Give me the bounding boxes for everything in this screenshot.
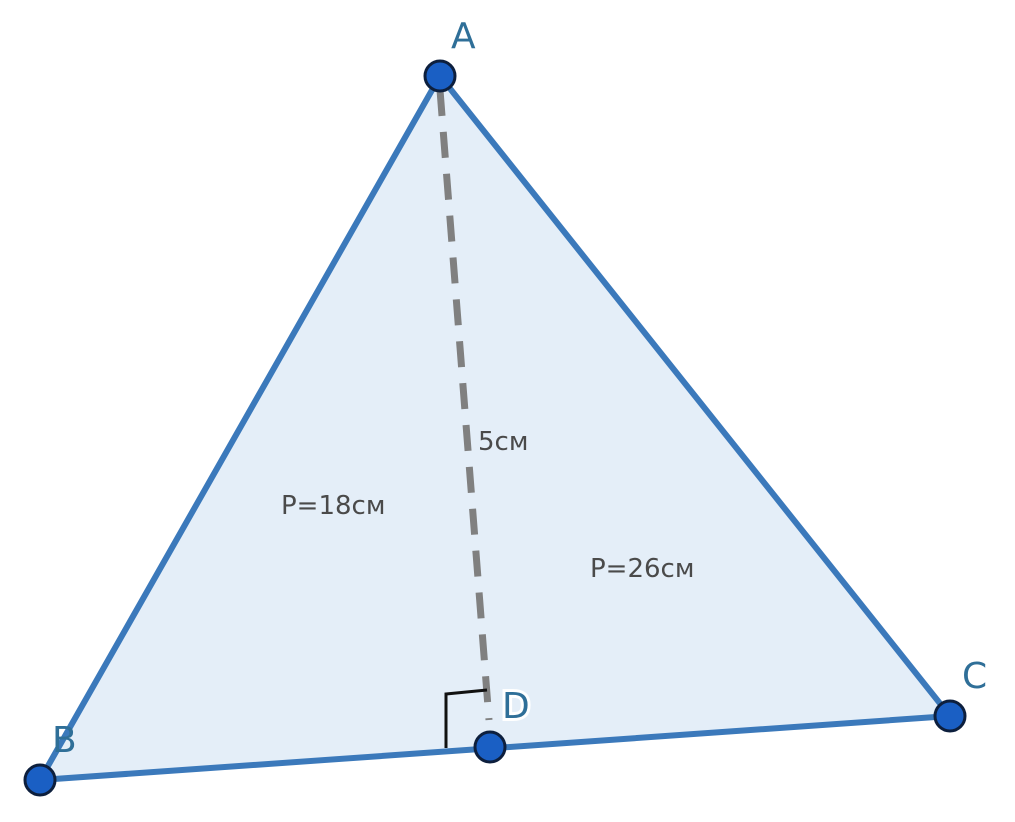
- point-b[interactable]: [23, 763, 57, 797]
- vertex-label-b: B: [52, 720, 77, 761]
- vertex-label-d: D: [502, 686, 530, 727]
- height-ad: [436, 89, 493, 721]
- left-perimeter-label: P=18см: [281, 491, 385, 521]
- right-angle-mark: [444, 688, 488, 748]
- vertex-label-c: C: [962, 656, 987, 697]
- point-d[interactable]: [473, 730, 507, 764]
- height-label: 5см: [478, 427, 528, 457]
- right-perimeter-label: P=26см: [590, 554, 694, 584]
- point-a[interactable]: [423, 59, 457, 93]
- point-c[interactable]: [933, 699, 967, 733]
- vertex-label-a: A: [451, 16, 476, 57]
